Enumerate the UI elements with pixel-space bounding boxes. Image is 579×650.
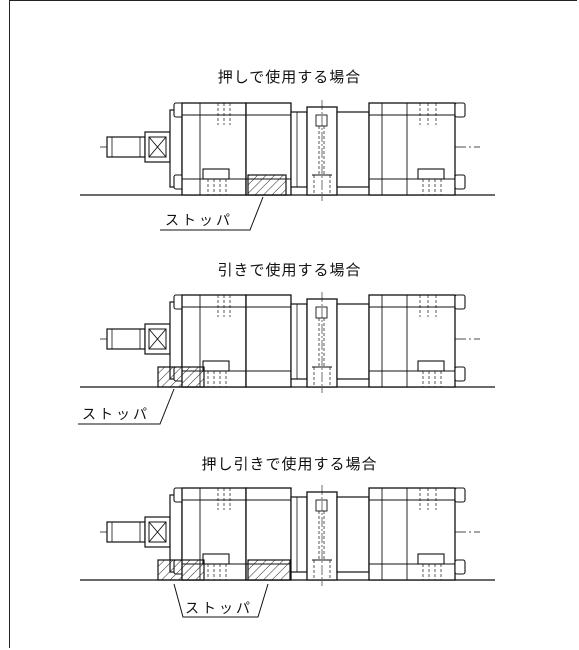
stopper-push-pull-rear: [247, 559, 291, 581]
stopper-label-push: ストッパ: [165, 213, 233, 229]
figure-title-push-pull: 押し引きで使用する場合: [201, 455, 378, 473]
figure-title-push: 押しで使用する場合: [217, 68, 362, 86]
drawing-frame: [9, 0, 577, 648]
stopper-pull: [157, 366, 205, 388]
stopper-label-pull: ストッパ: [82, 407, 150, 423]
leader-push-pull: [173, 583, 269, 618]
cylinder-push: [79, 99, 496, 202]
cylinder-push-pull: [79, 484, 496, 587]
leader-push: [160, 196, 264, 231]
cylinder-pull: [79, 291, 496, 394]
stopper-label-push-pull: ストッパ: [185, 601, 253, 617]
leader-pull: [78, 388, 175, 425]
stopper-push: [247, 174, 287, 196]
figure-title-pull: 引きで使用する場合: [217, 261, 362, 279]
stopper-push-pull-front: [157, 559, 205, 581]
